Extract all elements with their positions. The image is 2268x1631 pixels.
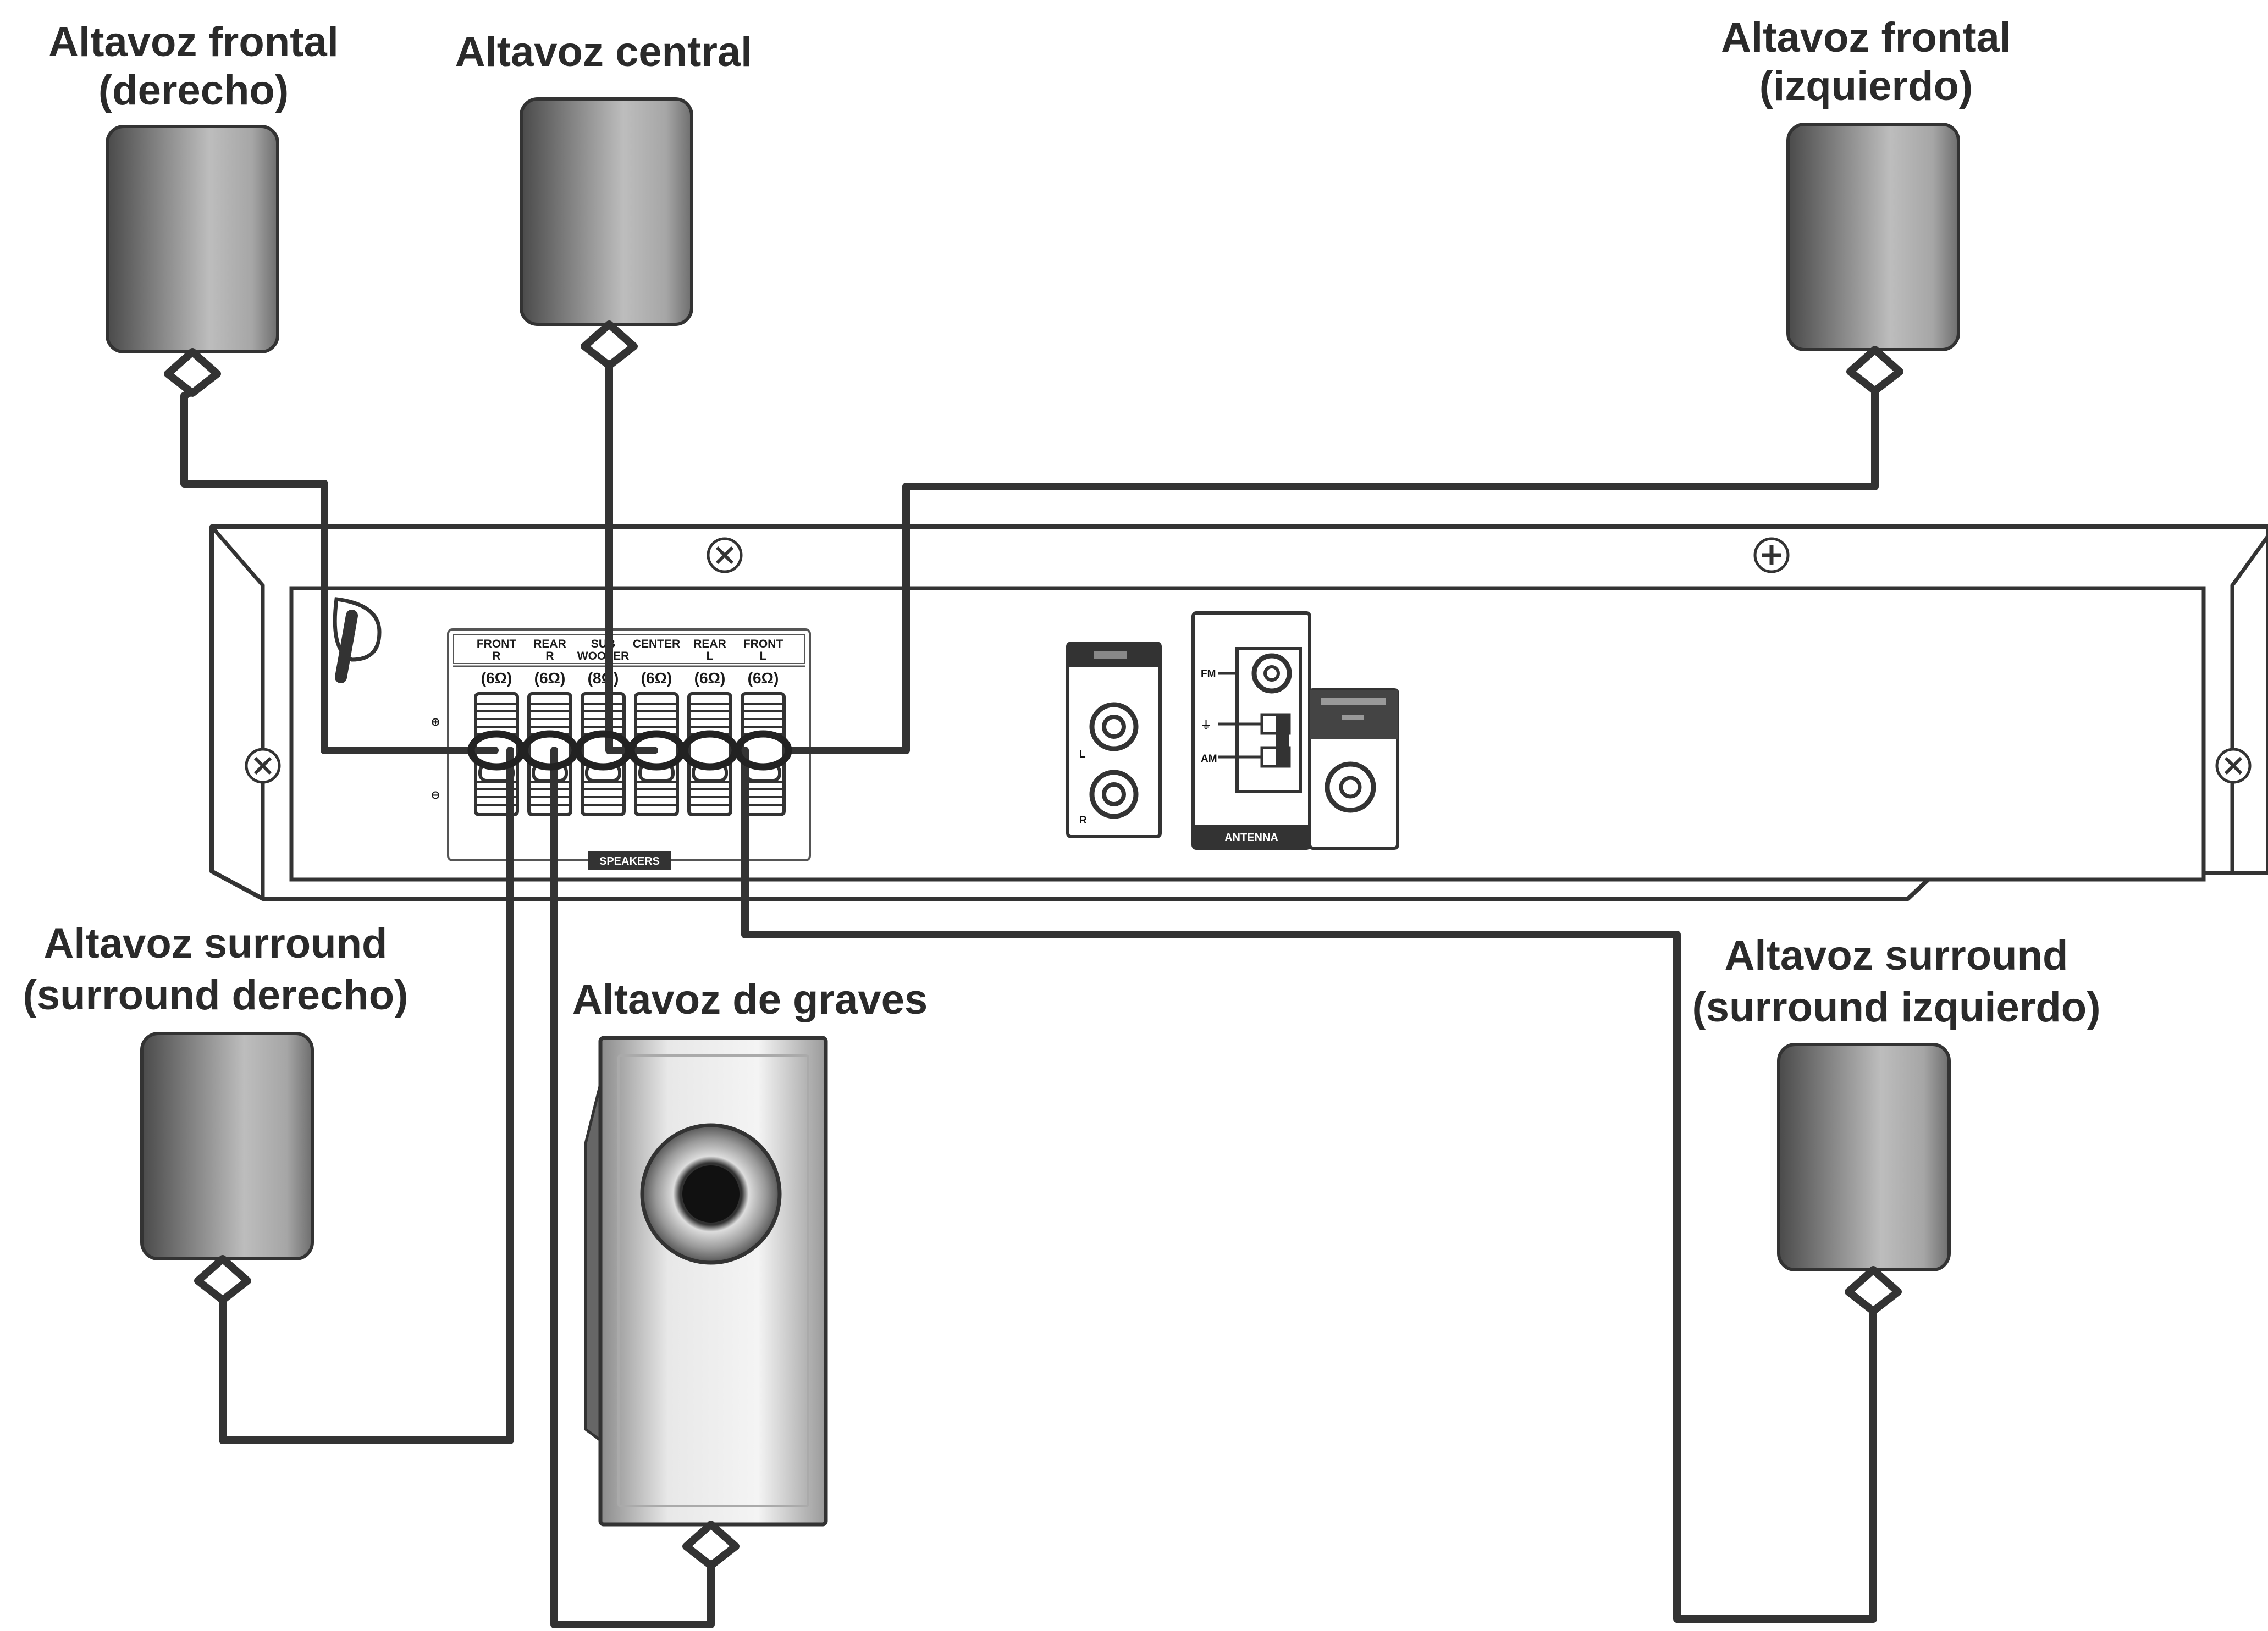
terminal-impedance: (8Ω) xyxy=(588,670,619,687)
front-left-label-line2: (izquierdo) xyxy=(1759,63,1973,109)
speaker-wires xyxy=(180,360,1879,1628)
wire-subwoofer xyxy=(550,747,715,1628)
terminal-impedance: (6Ω) xyxy=(748,670,779,687)
center-label: Altavoz central xyxy=(455,29,753,75)
terminal-label: REAR xyxy=(533,638,566,650)
surround-right-label-line1: Altavoz surround xyxy=(44,920,388,967)
wire-surround-left xyxy=(741,747,1877,1623)
antenna-block: ANTENNA FM ⏚ AM xyxy=(1191,611,1311,850)
receiver-rear-panel: FRONTR(6Ω)REARR(6Ω)SUBWOOFER(8Ω)CENTER(6… xyxy=(209,524,2268,901)
terminal-label: REAR xyxy=(693,638,726,650)
polarity-minus-icon: ⊖ xyxy=(431,789,440,801)
screw-icon xyxy=(2217,749,2250,782)
surround-left-speaker xyxy=(1777,1043,1951,1315)
surround-right-speaker xyxy=(140,1032,314,1304)
front-right-speaker xyxy=(106,125,279,397)
terminal-label: R xyxy=(492,650,500,662)
center-speaker xyxy=(520,97,693,369)
antenna-label: ANTENNA xyxy=(1224,832,1278,844)
am-label: AM xyxy=(1201,753,1217,765)
output-jack xyxy=(1308,688,1399,850)
polarity-plus-icon: ⊕ xyxy=(431,716,440,728)
audio-in-l-label: L xyxy=(1079,749,1086,760)
front-right-label-line2: (derecho) xyxy=(98,67,289,114)
front-left-label-line1: Altavoz frontal xyxy=(1721,14,2011,61)
terminal-impedance: (6Ω) xyxy=(694,670,726,687)
wire-front-right xyxy=(180,388,499,754)
terminal-label: L xyxy=(760,650,767,662)
fm-label: FM xyxy=(1201,668,1216,680)
surround-right-label-line2: (surround derecho) xyxy=(23,972,409,1019)
subwoofer-label: Altavoz de graves xyxy=(572,976,928,1023)
terminal-label: WOOFER xyxy=(577,650,630,662)
subwoofer-speaker xyxy=(584,1036,828,1569)
terminal-label: FRONT xyxy=(743,638,783,650)
terminal-label: CENTER xyxy=(633,638,680,650)
wire-center xyxy=(605,360,658,754)
front-right-label-line1: Altavoz frontal xyxy=(48,19,339,65)
screw-icon xyxy=(1755,539,1788,572)
terminal-impedance: (6Ω) xyxy=(481,670,512,687)
audio-in-r-label: R xyxy=(1079,815,1087,826)
surround-left-label-line2: (surround izquierdo) xyxy=(1692,984,2100,1031)
power-cord-icon xyxy=(333,597,382,683)
speakers-label: SPEAKERS xyxy=(599,855,660,867)
ground-icon: ⏚ xyxy=(1201,719,1211,731)
plug-loop xyxy=(734,730,792,771)
terminal-label: FRONT xyxy=(477,638,516,650)
terminal-impedance: (6Ω) xyxy=(641,670,672,687)
wire-surround-right xyxy=(219,747,514,1444)
screw-icon xyxy=(708,539,741,572)
terminal-label: L xyxy=(707,650,714,662)
terminal-impedance: (6Ω) xyxy=(534,670,566,687)
surround-left-label-line1: Altavoz surround xyxy=(1725,932,2068,979)
screw-icon xyxy=(246,749,279,782)
wire-front-left xyxy=(788,386,1879,754)
terminal-plug-loops xyxy=(467,730,792,771)
terminal-label: R xyxy=(545,650,554,662)
front-left-speaker xyxy=(1786,123,1960,395)
audio-input-jacks: L R xyxy=(1066,642,1162,838)
